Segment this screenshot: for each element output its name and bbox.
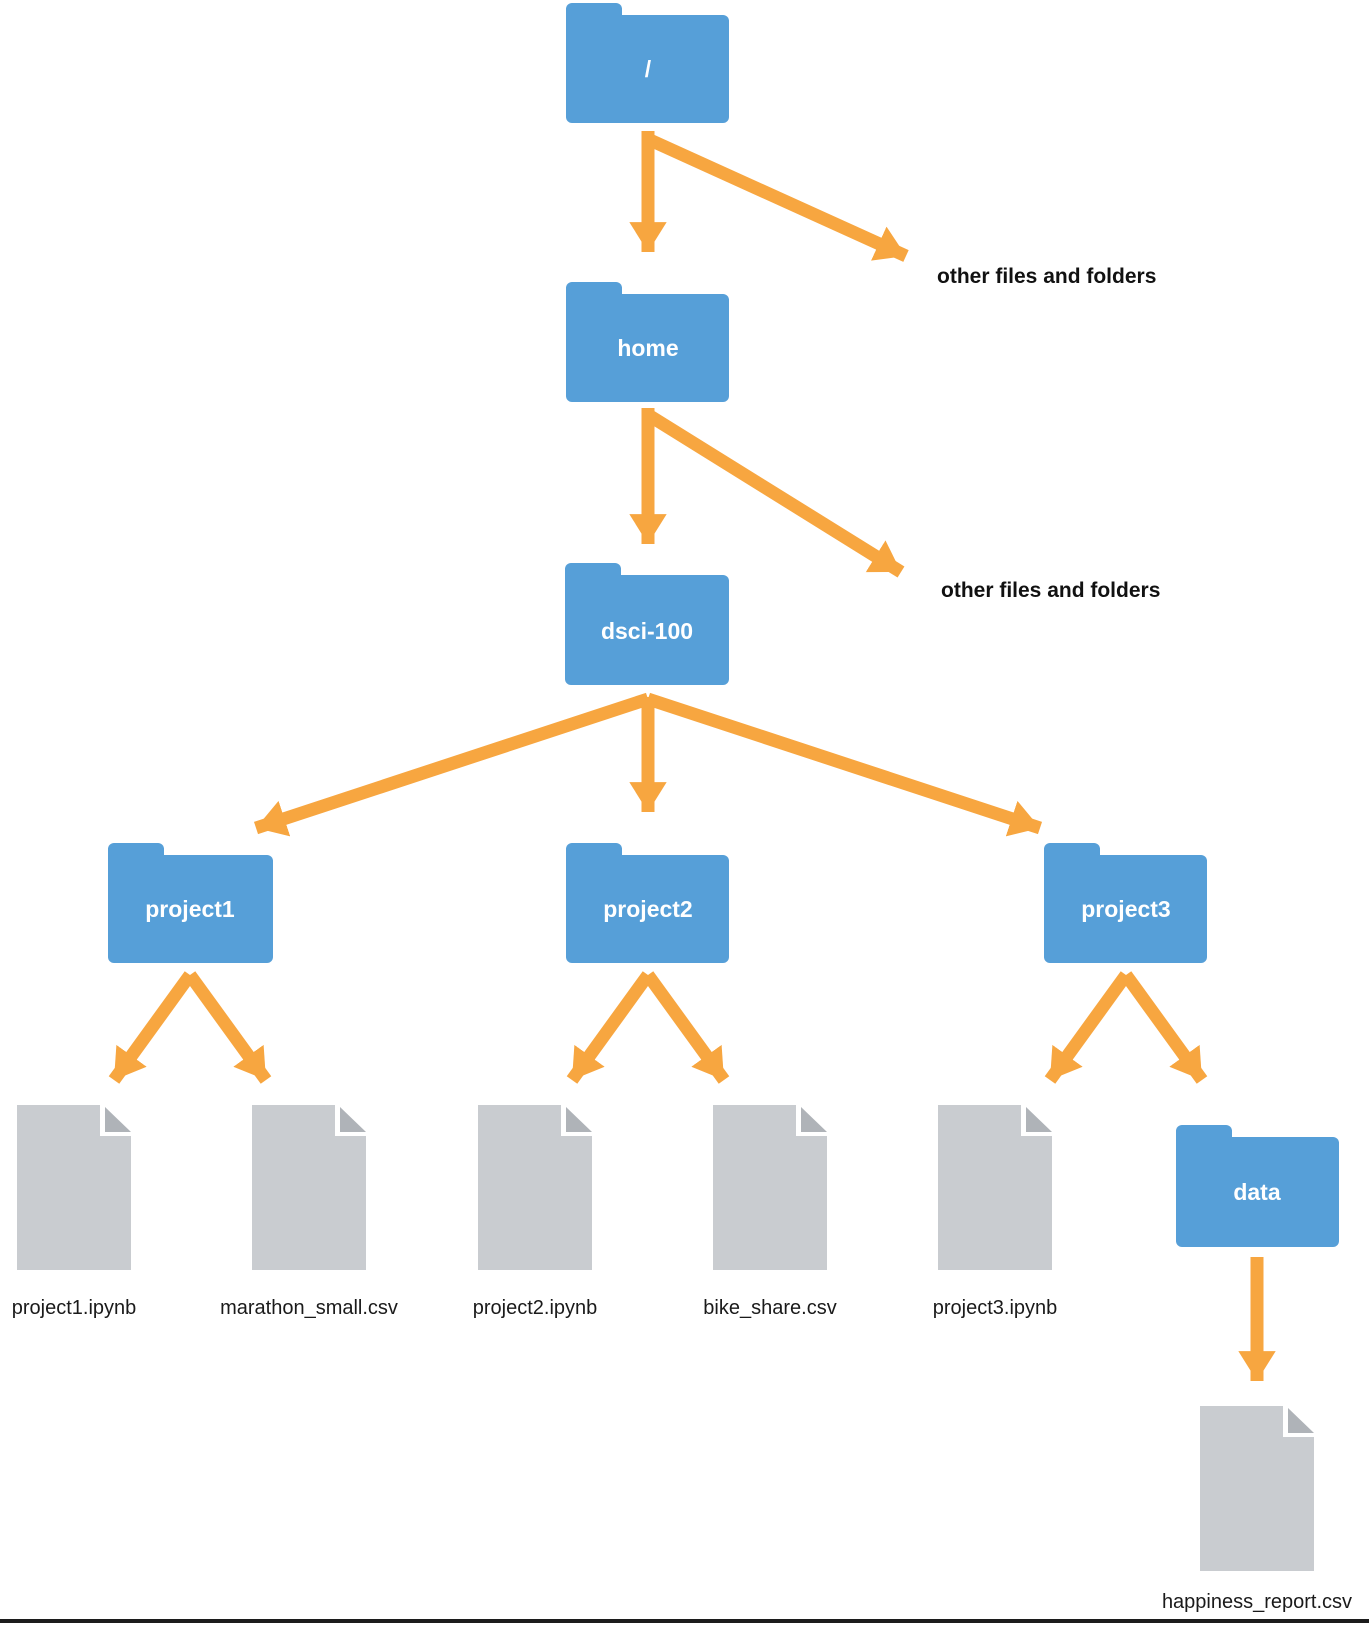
file-project2-ipynb-label: project2.ipynb	[473, 1297, 598, 1319]
folder-project2: project2	[566, 843, 729, 963]
arrow-dsci-to-project1	[253, 692, 651, 837]
folder-project3-label: project3	[1081, 896, 1170, 922]
file-icon	[17, 1105, 131, 1270]
folder-dsci-100-label: dsci-100	[601, 618, 693, 644]
file-project3-ipynb-label: project3.ipynb	[933, 1297, 1058, 1319]
folder-icon	[566, 855, 729, 963]
folder-icon	[566, 15, 729, 123]
file-icon	[713, 1105, 827, 1270]
folder-icon	[566, 294, 729, 402]
folder-root-label: /	[645, 56, 652, 82]
folder-data-label: data	[1233, 1179, 1281, 1205]
arrow-project3-to-data	[1120, 971, 1208, 1084]
arrow-project1-to-ipynb	[108, 971, 196, 1084]
arrow-home-to-other-files	[646, 410, 905, 578]
annotation-other-files-top: other files and folders	[937, 265, 1156, 288]
file-icon	[1200, 1406, 1314, 1571]
file-fold-corner	[1288, 1408, 1314, 1433]
arrow-dsci-to-project3	[645, 692, 1043, 837]
file-happiness-report-csv: happiness_report.csv	[1162, 1406, 1352, 1613]
folder-dsci-100: dsci-100	[565, 563, 729, 685]
folder-project3: project3	[1044, 843, 1207, 963]
arrow-project2-to-ipynb	[566, 971, 654, 1084]
file-bike-share-csv-label: bike_share.csv	[703, 1297, 836, 1319]
file-icon	[938, 1105, 1052, 1270]
folder-project2-label: project2	[603, 896, 692, 922]
folder-home: home	[566, 282, 729, 402]
file-project1-ipynb: project1.ipynb	[12, 1105, 137, 1319]
folder-icon	[1044, 855, 1207, 963]
annotation-other-files-middle: other files and folders	[941, 579, 1160, 602]
file-icon	[252, 1105, 366, 1270]
file-fold-corner	[340, 1107, 366, 1132]
folder-root: /	[566, 3, 729, 123]
file-fold-corner	[801, 1107, 827, 1132]
folder-project1: project1	[108, 843, 273, 963]
file-bike-share-csv: bike_share.csv	[703, 1105, 837, 1319]
arrows	[108, 131, 1276, 1381]
file-project1-ipynb-label: project1.ipynb	[12, 1297, 137, 1319]
file-happiness-report-csv-label: happiness_report.csv	[1162, 1591, 1352, 1613]
file-icon	[478, 1105, 592, 1270]
file-marathon-small-csv-label: marathon_small.csv	[220, 1297, 398, 1319]
file-fold-corner	[105, 1107, 131, 1132]
folder-data: data	[1176, 1125, 1339, 1247]
arrow-root-to-other-files	[647, 134, 909, 262]
file-fold-corner	[1026, 1107, 1052, 1132]
arrow-project1-to-marathon-csv	[184, 971, 272, 1084]
folder-icon	[108, 855, 273, 963]
folder-project1-label: project1	[145, 896, 235, 922]
folder-home-label: home	[617, 335, 678, 361]
folder-icon	[565, 575, 729, 685]
file-fold-corner	[566, 1107, 592, 1132]
file-project2-ipynb: project2.ipynb	[473, 1105, 598, 1319]
bottom-border-line	[0, 1619, 1369, 1623]
file-project3-ipynb: project3.ipynb	[933, 1105, 1058, 1319]
arrow-project3-to-ipynb	[1044, 971, 1132, 1084]
arrow-project2-to-bike-csv	[642, 971, 730, 1084]
file-marathon-small-csv: marathon_small.csv	[220, 1105, 398, 1319]
folder-icon	[1176, 1137, 1339, 1247]
